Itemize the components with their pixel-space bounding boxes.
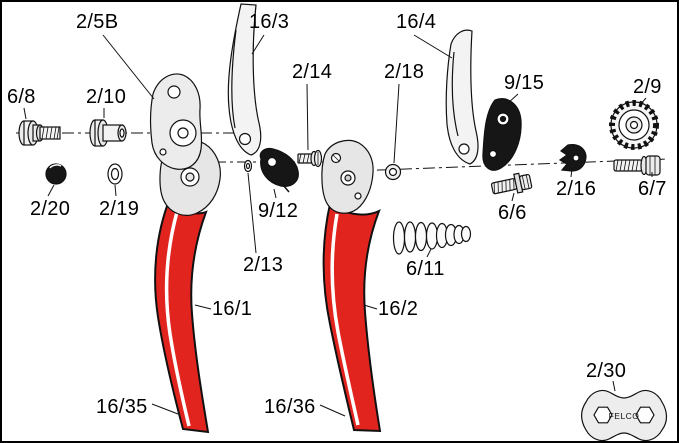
part-2-9-gear-wheel [609, 100, 659, 150]
part-label-2-14: 2/14 [292, 61, 333, 83]
part-label-16-35: 16/35 [96, 396, 148, 418]
part-label-2-16: 2/16 [556, 178, 597, 200]
part-label-2-13: 2/13 [243, 254, 284, 276]
part-2-10-bushing [89, 119, 127, 147]
part-label-2-18: 2/18 [384, 61, 425, 83]
part-2-14-screw [297, 149, 323, 168]
part-6-6-screw [490, 172, 533, 195]
part-9-12-cam-lever [259, 147, 299, 193]
part-label-16-3: 16/3 [249, 11, 290, 33]
part-label-6-11: 6/11 [406, 258, 445, 280]
part-2-13-washer [243, 159, 253, 173]
part-label-2-9: 2/9 [633, 76, 662, 98]
part-label-16-2: 16/2 [378, 298, 419, 320]
hex-hole-left [593, 406, 613, 424]
leader-lines [23, 34, 653, 417]
part-16-3-counter-blade [227, 3, 262, 156]
hex-hole-right [635, 406, 655, 424]
part-2-20-ball [45, 163, 67, 185]
part-label-2-20: 2/20 [30, 198, 71, 220]
part-16-4-blade [445, 29, 479, 165]
part-label-2-30: 2/30 [586, 360, 627, 382]
part-label-16-1: 16/1 [212, 298, 253, 320]
right-handle-highlight-stripe [330, 213, 360, 426]
part-9-15-catch [482, 98, 522, 171]
part-label-2-19: 2/19 [99, 198, 140, 220]
part-label-6-6: 6/6 [498, 202, 527, 224]
part-label-6-8: 6/8 [7, 86, 36, 108]
part-6-8-bolt [18, 120, 61, 146]
part-label-2-10: 2/10 [86, 86, 127, 108]
felco-engraving: FELCO [609, 411, 640, 421]
part-label-6-7: 6/7 [638, 178, 667, 200]
part-label-2-5B: 2/5B [76, 11, 119, 33]
part-label-16-4: 16/4 [396, 11, 437, 33]
part-label-16-36: 16/36 [264, 396, 316, 418]
part-label-9-12: 9/12 [258, 200, 299, 222]
part-2-19-washer [107, 163, 123, 185]
part-2-16-toothed-segment [558, 143, 587, 172]
part-16-1-left-handle [154, 139, 221, 434]
part-6-11-spring [392, 221, 472, 255]
part-6-7-bolt [613, 155, 661, 176]
part-16-2-right-handle [321, 139, 382, 433]
right-handle-red-grip [322, 202, 382, 433]
part-2-18-nut [384, 163, 402, 181]
part-2-30-key-plate: FELCO [580, 389, 668, 441]
part-2-5B-plate [150, 73, 203, 170]
left-handle-highlight-stripe [164, 211, 191, 427]
part-label-9-15: 9/15 [504, 72, 545, 94]
